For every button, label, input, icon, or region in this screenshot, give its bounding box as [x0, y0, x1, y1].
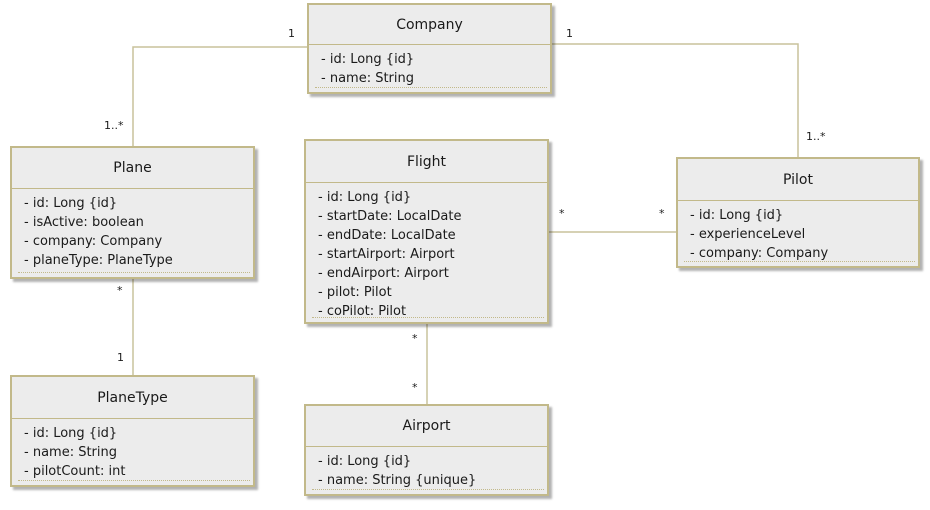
attribute: pilotCount: int — [24, 462, 253, 481]
class-pilot-name: Pilot — [783, 171, 813, 188]
attribute: name: String — [321, 69, 550, 88]
attribute: name: String — [24, 443, 253, 462]
class-planetype[interactable]: PlaneType id: Long {id} name: String pil… — [10, 375, 255, 487]
class-plane-header: Plane — [12, 148, 253, 189]
class-company[interactable]: Company id: Long {id} name: String — [307, 3, 552, 94]
multiplicity-company-plane-company-end: 1 — [288, 27, 295, 40]
class-pilot-operations-divider — [684, 261, 915, 262]
class-plane[interactable]: Plane id: Long {id} isActive: boolean co… — [10, 146, 255, 279]
attribute: id: Long {id} — [24, 194, 253, 213]
multiplicity-plane-planetype-planetype-end: 1 — [117, 351, 124, 364]
attribute: name: String {unique} — [318, 471, 547, 490]
class-flight-header: Flight — [306, 141, 547, 183]
attribute: endDate: LocalDate — [318, 226, 547, 245]
class-plane-name: Plane — [113, 160, 152, 176]
class-airport[interactable]: Airport id: Long {id} name: String {uniq… — [304, 404, 549, 496]
attribute: id: Long {id} — [690, 206, 918, 225]
attribute: id: Long {id} — [321, 50, 550, 69]
attribute: coPilot: Pilot — [318, 302, 547, 321]
attribute: experienceLevel — [690, 225, 918, 244]
class-company-operations-divider — [315, 87, 547, 88]
multiplicity-company-plane-plane-end: 1..* — [104, 119, 124, 132]
attribute: isActive: boolean — [24, 213, 253, 232]
multiplicity-company-pilot-company-end: 1 — [566, 27, 573, 40]
class-airport-header: Airport — [306, 406, 547, 447]
attribute: id: Long {id} — [318, 188, 547, 207]
class-company-header: Company — [309, 5, 550, 45]
class-airport-operations-divider — [312, 489, 544, 490]
class-company-name: Company — [396, 16, 463, 33]
association-company-pilot — [552, 43, 799, 157]
class-airport-attributes: id: Long {id} name: String {unique} — [306, 447, 547, 490]
multiplicity-flight-airport-flight-end: * — [412, 332, 418, 345]
multiplicity-flight-airport-airport-end: * — [412, 381, 418, 394]
attribute: planeType: PlaneType — [24, 251, 253, 270]
attribute: id: Long {id} — [318, 452, 547, 471]
class-pilot[interactable]: Pilot id: Long {id} experienceLevel comp… — [676, 157, 920, 268]
attribute: startAirport: Airport — [318, 245, 547, 264]
multiplicity-flight-pilot-flight-end: * — [559, 207, 565, 220]
class-flight-name: Flight — [406, 153, 447, 170]
class-pilot-attributes: id: Long {id} experienceLevel company: C… — [678, 201, 918, 263]
class-company-attributes: id: Long {id} name: String — [309, 45, 550, 88]
class-flight[interactable]: Flight id: Long {id} startDate: LocalDat… — [304, 139, 549, 324]
class-plane-attributes: id: Long {id} isActive: boolean company:… — [12, 189, 253, 270]
class-planetype-attributes: id: Long {id} name: String pilotCount: i… — [12, 419, 253, 481]
attribute: pilot: Pilot — [318, 283, 547, 302]
attribute: endAirport: Airport — [318, 264, 547, 283]
multiplicity-company-pilot-pilot-end: 1..* — [806, 130, 826, 143]
class-plane-operations-divider — [18, 272, 250, 273]
attribute: id: Long {id} — [24, 424, 253, 443]
class-planetype-name: PlaneType — [97, 389, 168, 406]
class-flight-operations-divider — [312, 317, 544, 318]
class-flight-attributes: id: Long {id} startDate: LocalDate endDa… — [306, 183, 547, 321]
multiplicity-flight-pilot-pilot-end: * — [659, 207, 665, 220]
class-planetype-operations-divider — [18, 480, 250, 481]
attribute: company: Company — [24, 232, 253, 251]
multiplicity-plane-planetype-plane-end: * — [117, 284, 123, 297]
attribute: company: Company — [690, 244, 918, 263]
class-airport-name: Airport — [402, 418, 451, 434]
class-pilot-header: Pilot — [678, 159, 918, 201]
attribute: startDate: LocalDate — [318, 207, 547, 226]
class-planetype-header: PlaneType — [12, 377, 253, 419]
association-company-plane — [132, 46, 307, 146]
